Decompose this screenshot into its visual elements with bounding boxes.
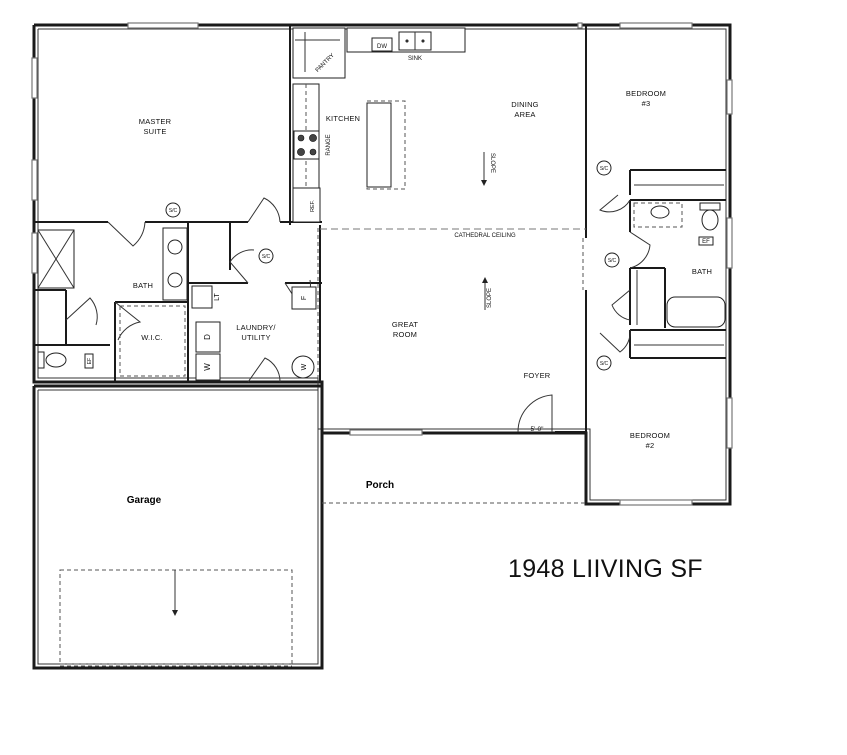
label-bedroom-2: BEDROOM	[630, 431, 670, 440]
sc-marker: S/C	[604, 252, 620, 268]
svg-text:D: D	[203, 334, 212, 340]
label-bedroom-3-2: #3	[642, 99, 651, 108]
door-width-note: 5'-0"	[531, 426, 545, 433]
svg-text:W: W	[301, 363, 308, 370]
sc-marker: S/C	[596, 355, 612, 371]
doors	[65, 39, 651, 433]
label-dining: DINING	[511, 100, 538, 109]
room-labels: MASTER SUITE KITCHEN DINING AREA BEDROOM…	[127, 89, 712, 506]
label-hall-bath: BATH	[692, 267, 712, 276]
label-laundry-2: UTILITY	[241, 333, 270, 342]
svg-text:LT: LT	[214, 292, 221, 300]
label-wic: W.I.C.	[141, 333, 163, 342]
svg-text:SINK: SINK	[408, 56, 422, 62]
cathedral-ceiling-note: CATHEDRAL CEILING	[454, 233, 516, 239]
label-garage: Garage	[127, 495, 162, 506]
label-dining-2: AREA	[514, 110, 535, 119]
svg-text:RANGE: RANGE	[326, 134, 332, 155]
label-great-room-2: ROOM	[393, 330, 417, 339]
slope-note: SLOPE	[489, 153, 495, 173]
label-laundry: LAUNDRY/	[236, 323, 276, 332]
living-square-footage: 1948 LIIVING SF	[508, 555, 703, 583]
sc-marker: S/C	[596, 160, 612, 176]
fixture-labels: PANTRY DW SINK RANGE REF. LT D W F W EF …	[87, 44, 710, 371]
kitchen-fixtures	[292, 27, 466, 223]
annotations: CATHEDRAL CEILING SLOPE SLOPE 5'-0"	[454, 153, 544, 433]
svg-text:DW: DW	[377, 44, 387, 50]
interior-walls	[34, 25, 726, 433]
svg-text:S/C: S/C	[600, 361, 609, 367]
sc-marker: S/C	[258, 248, 274, 264]
svg-text:REF.: REF.	[310, 200, 316, 212]
svg-text:S/C: S/C	[600, 166, 609, 172]
label-great-room: GREAT	[392, 320, 418, 329]
svg-text:S/C: S/C	[169, 208, 178, 214]
slope-note: SLOPE	[487, 288, 493, 308]
ceiling-lines	[59, 228, 586, 667]
sc-marker: S/C	[165, 202, 181, 218]
label-bedroom-3: BEDROOM	[626, 89, 666, 98]
svg-text:EF: EF	[87, 358, 93, 364]
windows	[31, 22, 733, 506]
label-foyer: FOYER	[524, 371, 551, 380]
label-porch: Porch	[366, 480, 394, 491]
shelf-closet-markers: S/C S/C S/C S/C S/C	[165, 160, 620, 371]
bath-fixtures	[37, 184, 726, 381]
slope-arrows	[172, 152, 488, 616]
label-master-suite-2: SUITE	[143, 127, 166, 136]
svg-text:W: W	[203, 363, 212, 371]
label-kitchen: KITCHEN	[326, 114, 360, 123]
label-master-bath: BATH	[133, 281, 153, 290]
svg-text:F: F	[301, 296, 308, 300]
label-bedroom-2-2: #2	[646, 441, 655, 450]
svg-text:S/C: S/C	[262, 254, 271, 260]
svg-text:S/C: S/C	[608, 258, 617, 264]
svg-text:EF: EF	[702, 239, 710, 245]
label-master-suite: MASTER	[139, 117, 172, 126]
